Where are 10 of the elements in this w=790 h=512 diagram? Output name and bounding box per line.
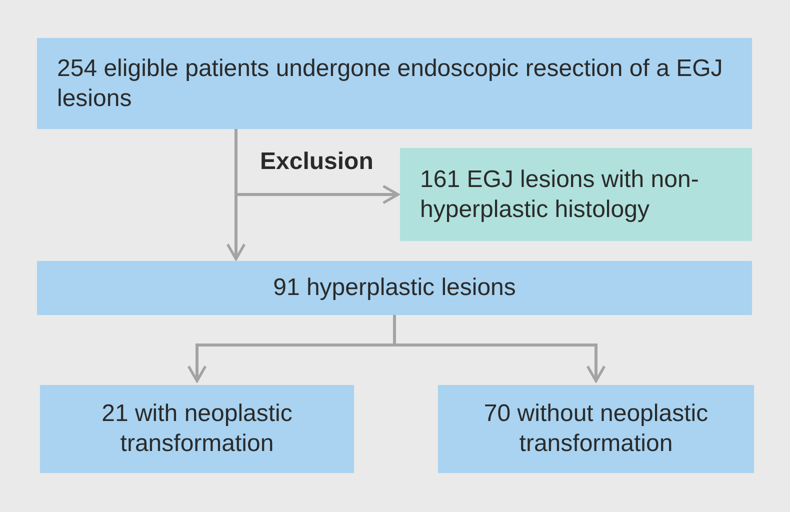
box-text: 254 eligible patients undergone endoscopic resection of a EGJ lesions bbox=[57, 54, 724, 114]
process-box bbox=[37, 38, 752, 129]
box-text: 91 hyperplastic lesions bbox=[273, 273, 516, 303]
process-box bbox=[400, 148, 752, 241]
box-text: 70 without neoplastic transformation bbox=[482, 399, 710, 459]
box-text: 161 EGJ lesions with non-hyperplastic histology bbox=[420, 164, 700, 224]
process-box bbox=[40, 385, 354, 473]
process-box bbox=[37, 261, 752, 315]
box-text: 21 with neoplastic transformation bbox=[100, 399, 294, 459]
process-box bbox=[438, 385, 754, 473]
